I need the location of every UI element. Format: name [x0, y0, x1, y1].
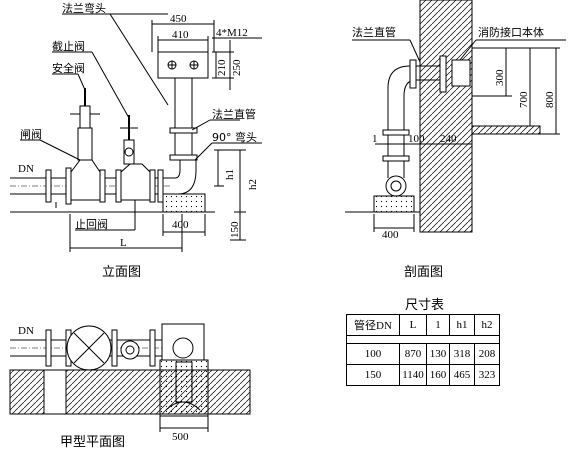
table-cell: 318 [449, 343, 475, 365]
section-view [345, 0, 566, 233]
dim-length: L [120, 237, 127, 249]
table-cell: 323 [474, 364, 500, 386]
section-dim-1: 1 [372, 133, 378, 145]
table-cell: 150 [346, 364, 400, 386]
section-dim-300: 300 [494, 69, 506, 86]
label-flange-pipe: 法兰直管 [212, 107, 256, 121]
elevation-view [10, 13, 262, 252]
label-elbow-90: 90° 弯头 [212, 130, 257, 144]
elevation-title: 立面图 [102, 265, 141, 280]
wall [419, 0, 473, 233]
label-check-valve: 止回阀 [75, 217, 108, 231]
dim-400: 400 [172, 219, 189, 231]
table-header-row: 管径DN L 1 h1 h2 [346, 314, 500, 336]
foundation-block [162, 193, 206, 213]
dim-410: 410 [172, 29, 189, 41]
label-dn: DN [18, 163, 34, 175]
section-dim-800: 800 [544, 91, 556, 108]
label-bolts: 4*M12 [216, 27, 248, 39]
plan-labels: DN 500 甲型平面图 [18, 325, 189, 450]
table-cell: 160 [426, 364, 450, 386]
section-dim-400: 400 [382, 229, 399, 241]
table-header: h2 [474, 314, 500, 336]
section-label-fire-inlet: 消防接口本体 [478, 25, 544, 39]
table-header: L [399, 314, 427, 336]
plan-dim-500: 500 [172, 431, 189, 443]
table-row: 100 870 130 318 208 [346, 343, 500, 365]
table-cell: 1140 [399, 364, 427, 386]
table-header: h1 [449, 314, 475, 336]
table-header: 1 [426, 314, 450, 336]
dim-210: 210 [216, 59, 228, 76]
dim-250: 250 [231, 59, 243, 76]
dim-h2: h2 [247, 179, 259, 190]
table-cell: 130 [426, 343, 450, 365]
dimension-table: 管径DN L 1 h1 h2 100 870 130 318 208 150 1… [346, 314, 500, 386]
label-gate-valve: 闸阀 [20, 127, 42, 141]
section-label-flange-pipe: 法兰直管 [352, 25, 396, 39]
label-safety-valve: 安全阀 [52, 61, 85, 75]
table-header: 管径DN [346, 314, 400, 336]
label-flange-elbow: 法兰弯头 [62, 1, 106, 15]
dim-150: 150 [229, 221, 241, 238]
plan-title: 甲型平面图 [60, 435, 125, 450]
label-stop-valve: 截止阀 [52, 39, 85, 53]
table-cell: 465 [449, 364, 475, 386]
plan-label-dn: DN [18, 325, 34, 337]
plan-view [9, 323, 251, 432]
table-cell: 100 [346, 343, 400, 365]
table-cell: 870 [399, 343, 427, 365]
dim-450: 450 [170, 13, 187, 25]
section-dim-100: 100 [408, 133, 425, 145]
section-dim-240: 240 [440, 133, 457, 145]
section-labels: 法兰直管 消防接口本体 300 700 800 1 100 240 400 剖面… [352, 25, 556, 280]
table-row: 150 1140 160 465 323 [346, 364, 500, 386]
section-dim-700: 700 [518, 91, 530, 108]
dim-h1: h1 [224, 169, 236, 180]
section-title: 剖面图 [404, 265, 443, 280]
table-cell: 208 [474, 343, 500, 365]
dimension-table-title: 尺寸表 [405, 298, 445, 313]
elevation-labels: 法兰弯头 截止阀 安全阀 闸阀 DN 止回阀 法兰直管 90° 弯头 4*M12… [18, 1, 259, 280]
